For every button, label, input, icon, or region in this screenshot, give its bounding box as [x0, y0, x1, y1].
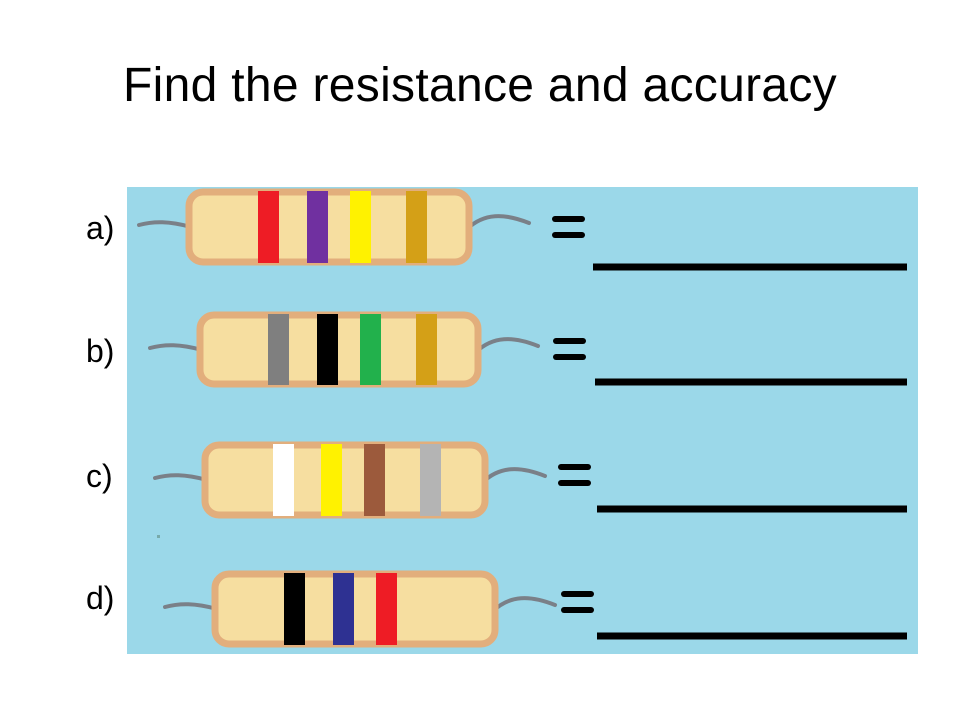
resistor-b-band-4-gold	[416, 314, 437, 385]
resistor-b-band-3-green	[360, 314, 381, 385]
resistor-c-band-1-white	[273, 444, 294, 516]
resistor-a-left-lead	[137, 220, 193, 229]
resistor-label-d: d)	[86, 580, 115, 616]
resistor-c-left-lead	[153, 473, 209, 482]
panel-speck	[157, 535, 160, 538]
resistor-c-band-4-silver	[420, 444, 441, 516]
resistor-label-c: c)	[86, 458, 113, 494]
resistor-a-band-2-violet	[307, 191, 328, 263]
resistor-c-right-lead	[481, 467, 547, 484]
resistor-c-band-3-brown	[364, 444, 385, 516]
resistor-d-band-1-black	[284, 573, 305, 645]
slide-title: Find the resistance and accuracy	[123, 59, 837, 112]
resistor-a-right-lead	[465, 214, 531, 231]
resistor-c-body	[201, 441, 489, 519]
resistor-b-right-lead	[474, 337, 540, 354]
resistor-d-left-lead	[163, 602, 219, 611]
resistor-b-band-1-grey	[268, 314, 289, 385]
resistor-d-band-3-red	[376, 573, 397, 645]
resistor-a-band-4-gold	[406, 191, 427, 263]
resistor-label-a: a)	[86, 210, 115, 246]
resistor-b-band-2-black	[317, 314, 338, 385]
resistor-a-band-3-yellow	[350, 191, 371, 263]
resistor-a-band-1-red	[258, 191, 279, 263]
resistor-c-band-2-yellow	[321, 444, 342, 516]
resistor-b-left-lead	[148, 343, 204, 352]
resistor-d-body	[211, 570, 499, 648]
resistor-label-b: b)	[86, 333, 115, 369]
resistor-d-right-lead	[491, 596, 557, 613]
resistor-d-band-2-blue	[333, 573, 354, 645]
